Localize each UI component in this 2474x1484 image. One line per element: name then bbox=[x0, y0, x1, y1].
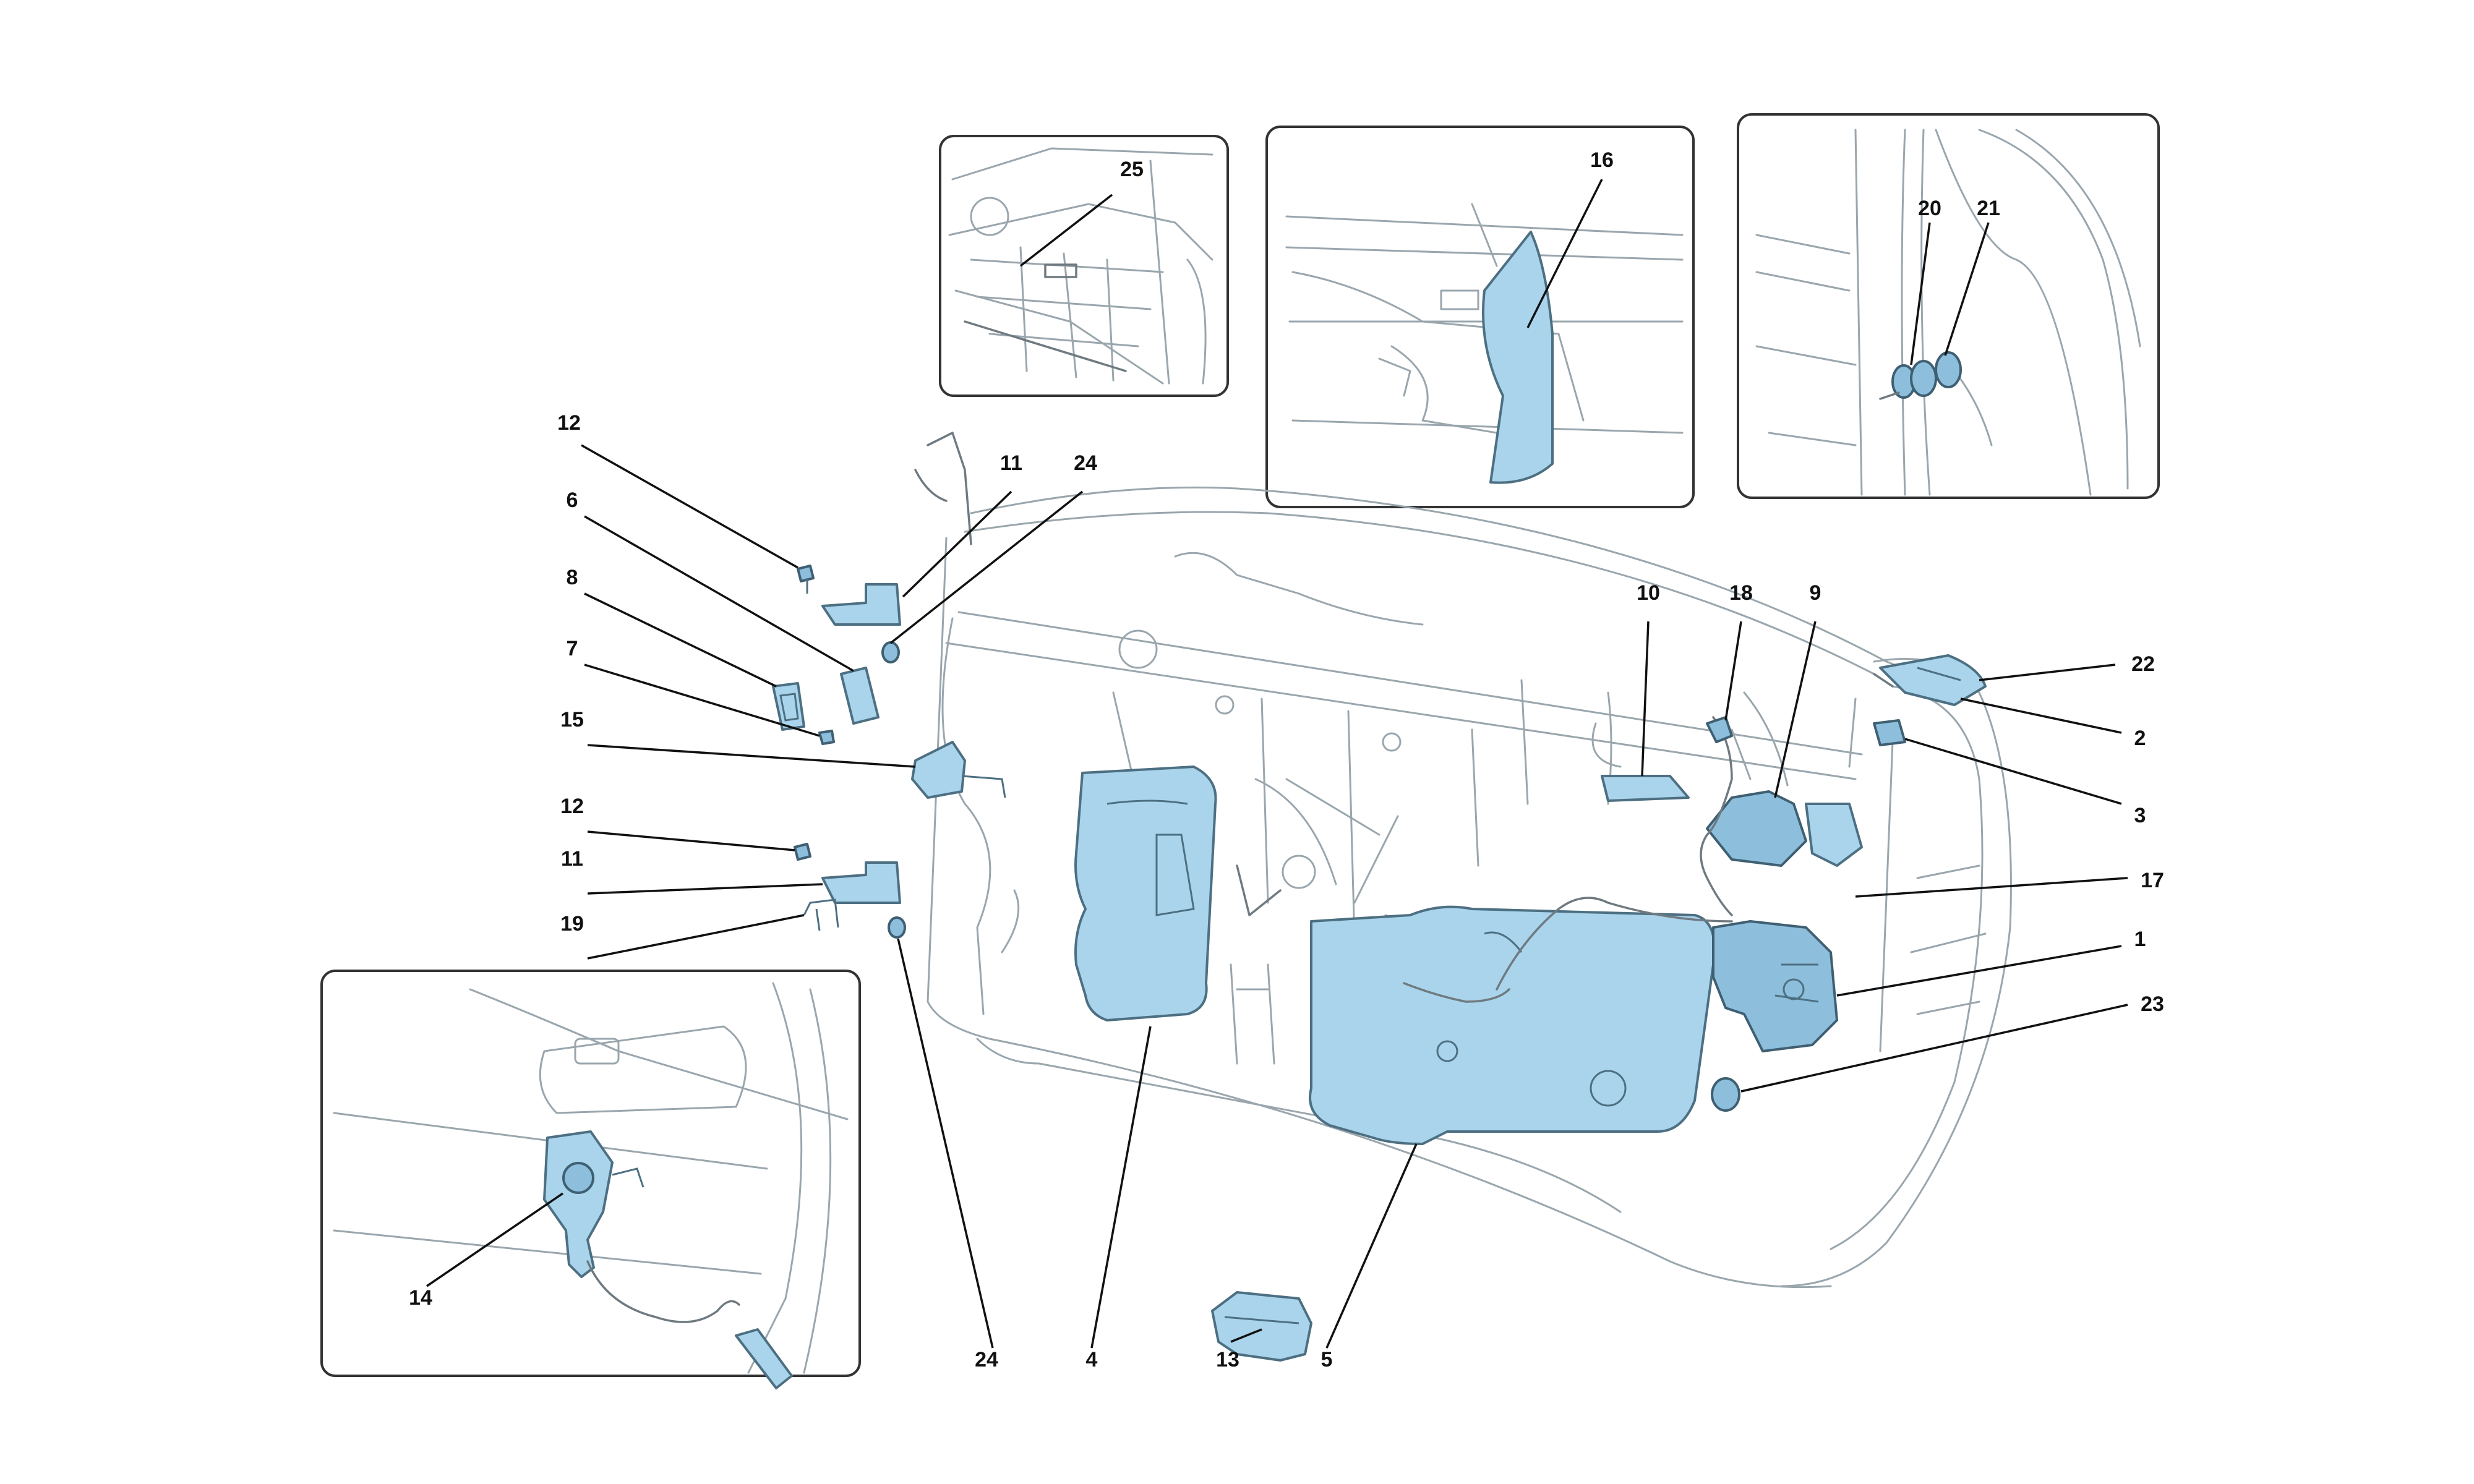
part-15-check-strap bbox=[911, 741, 1006, 799]
part-9-lock-mechanism bbox=[1706, 790, 1863, 867]
inset-panel-14 bbox=[320, 970, 861, 1389]
callout-11-lower: 11 bbox=[561, 847, 583, 871]
callout-9: 9 bbox=[1810, 581, 1821, 605]
inset-panel-20-21 bbox=[1737, 113, 2160, 499]
part-4-inner-panel-seal bbox=[1074, 765, 1217, 1021]
inset-panel-25 bbox=[939, 135, 1229, 397]
part-6-hinge-plate bbox=[840, 667, 880, 725]
callout-23: 23 bbox=[2141, 992, 2164, 1016]
callout-13: 13 bbox=[1216, 1348, 1239, 1371]
part-24-upper-spacer bbox=[881, 641, 900, 663]
callout-3: 3 bbox=[2134, 804, 2146, 827]
callout-labels: 25 16 20 21 12 11 24 6 8 7 15 12 11 19 1… bbox=[409, 148, 2164, 1371]
callout-25: 25 bbox=[1120, 158, 1144, 181]
callout-24-upper: 24 bbox=[1074, 451, 1097, 475]
callout-18: 18 bbox=[1729, 581, 1753, 605]
callout-24-lower: 24 bbox=[975, 1348, 998, 1371]
part-13-module bbox=[1211, 1291, 1312, 1362]
part-22-bracket bbox=[1879, 654, 1987, 706]
leader-lines bbox=[426, 179, 2128, 1349]
callout-10: 10 bbox=[1637, 581, 1660, 605]
part-12-upper-screw bbox=[797, 565, 815, 594]
inset-handle-mechanism bbox=[543, 1130, 644, 1278]
callout-12-upper: 12 bbox=[557, 411, 581, 435]
callout-20: 20 bbox=[1918, 197, 1941, 220]
callout-12-lower: 12 bbox=[560, 795, 584, 818]
part-11-lower-hinge bbox=[821, 861, 901, 904]
part-1-door-latch bbox=[1712, 920, 1838, 1052]
inset-panel-16 bbox=[1265, 126, 1695, 508]
part-18-cable-clip bbox=[1706, 716, 1733, 743]
callout-15: 15 bbox=[560, 708, 584, 731]
callout-6: 6 bbox=[567, 488, 578, 512]
callout-22: 22 bbox=[2131, 652, 2155, 676]
part-3-bushing bbox=[1873, 719, 1906, 746]
callout-5: 5 bbox=[1321, 1348, 1333, 1371]
callout-4: 4 bbox=[1086, 1348, 1098, 1371]
callout-2: 2 bbox=[2134, 727, 2146, 750]
part-11-upper-hinge bbox=[821, 583, 901, 626]
part-8-grommet bbox=[772, 682, 805, 731]
part-17-release-cable bbox=[1403, 716, 1733, 1003]
part-5-main-panel-seal bbox=[1309, 905, 1716, 1145]
part-12-lower-screw bbox=[794, 843, 811, 861]
callout-19: 19 bbox=[560, 912, 584, 936]
part-19-bracket bbox=[803, 898, 839, 931]
callout-11-upper: 11 bbox=[1000, 451, 1022, 475]
callout-21: 21 bbox=[1977, 197, 2000, 220]
part-10-handle-bracket bbox=[1601, 775, 1690, 802]
callout-17: 17 bbox=[2141, 869, 2164, 892]
part-24-lower-spacer bbox=[888, 916, 906, 939]
callout-1: 1 bbox=[2134, 927, 2146, 951]
part-23-plug bbox=[1711, 1077, 1740, 1112]
callout-7: 7 bbox=[567, 637, 578, 660]
callout-8: 8 bbox=[567, 566, 578, 589]
part-7-pin bbox=[818, 730, 835, 745]
callout-16: 16 bbox=[1590, 148, 1614, 172]
callout-14: 14 bbox=[409, 1286, 432, 1310]
